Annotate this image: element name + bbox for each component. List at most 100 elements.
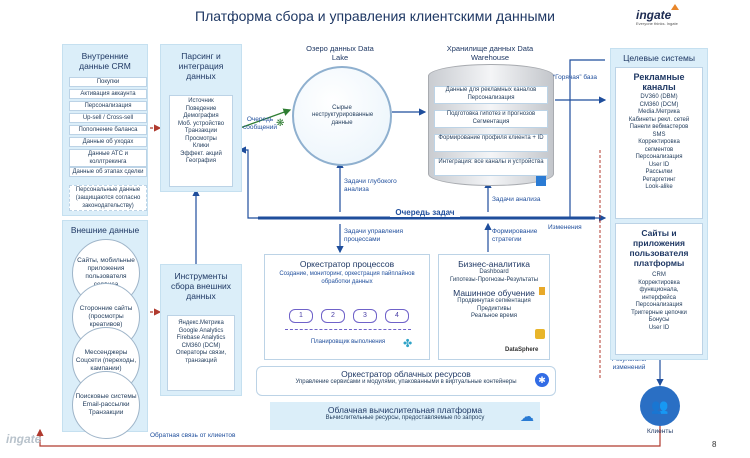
orchestrator-title: Оркестратор процессов (299, 259, 395, 269)
warehouse-layer: Формирование профиля клиента + ID (434, 134, 548, 152)
warehouse-layer: Данные для рекламных каналов Персонализа… (434, 86, 548, 104)
ads-item: Look-alike (645, 184, 673, 190)
pipeline-step: 1 (289, 309, 313, 323)
crm-item: Активация аккаунта (69, 89, 147, 99)
deep-analysis-label: Задачи глубокого анализа (344, 178, 397, 193)
parsing-item: География (186, 158, 216, 164)
parsing-item: Клики (192, 143, 210, 149)
ads-item: User ID (648, 161, 670, 168)
ml-item: Продвинутая сегментация (457, 298, 531, 304)
logo-triangle-icon (671, 4, 679, 10)
bi-title: Бизнес-аналитика (458, 259, 530, 269)
bi-item: Dashboard (479, 269, 509, 275)
tools-item: Firebase Analytics (176, 335, 226, 341)
apps-item: Корректировка функционала, интерфейса (638, 279, 680, 301)
cloud-icon: ☁ (520, 408, 534, 424)
parsing-panel: Парсинг и интеграция данных Источник Пов… (160, 44, 242, 192)
airflow-icon: ✤ (403, 338, 413, 350)
warehouse-layer: Интеграция: все каналы и устройства (434, 158, 548, 176)
pipeline-step: 2 (321, 309, 345, 323)
ads-item: DV360 (DBM) (640, 94, 678, 100)
brand-tagline: Everyone thinks. Ingate (636, 21, 678, 26)
bi-item: Гипотезы-Прогнозы-Результаты (449, 276, 539, 283)
tools-list: Яндекс.Метрика Google Analytics Firebase… (167, 315, 235, 391)
step-number: 3 (363, 312, 367, 319)
crm-item: Данные об уходах (69, 137, 147, 147)
page-number: 8 (712, 440, 717, 449)
warehouse-title: Хранилище данных Data Warehouse (446, 44, 534, 62)
ml-item: Реальное время (471, 313, 517, 319)
crm-title: Внутренние данные CRM (79, 51, 131, 71)
external-title: Внешние данные (70, 225, 140, 235)
ads-item: CM360 (DCM) (639, 101, 679, 108)
message-queue-icon: ❋ (276, 118, 285, 129)
pipeline-step: 4 (385, 309, 409, 323)
apps-item: Бонусы (648, 317, 670, 323)
step-number: 1 (299, 312, 303, 319)
target-systems-panel: Целевые системы Рекламные каналы DV360 (… (610, 48, 708, 360)
crm-item: Пополнение баланса (69, 125, 147, 135)
brand-name: ingate (636, 8, 672, 22)
step-number: 2 (331, 312, 335, 319)
strategy-label: Формирование стратегии (492, 228, 538, 243)
external-source-circle: Поисковые системы Email-рассылки Транзак… (72, 371, 140, 439)
tools-panel: Инструменты сбора внешних данных Яндекс.… (160, 264, 242, 396)
cloud-orch-subtitle: Управление сервисами и модулями, упакова… (295, 379, 517, 385)
lake-title: Озеро данных Data Lake (306, 44, 374, 62)
cloud-platform-panel: Облачная вычислительная платформа Вычисл… (270, 402, 540, 430)
crm-item: Данные об этапах сделки (69, 167, 147, 177)
warehouse-badge-icon (536, 176, 546, 186)
crm-item: Данные АТС и коллтрекинга (69, 149, 147, 167)
task-queue-label: Очередь задач (390, 208, 460, 217)
lake-content: Сырые неструктурированные данные (312, 104, 374, 126)
apps-item: CRM (652, 272, 666, 278)
tools-title: Инструменты сбора внешних данных (170, 271, 232, 301)
crm-item: Покупки (69, 77, 147, 87)
cloud-subtitle: Вычислительные ресурсы, предоставляемые … (325, 415, 485, 421)
orchestrator-subtitle: Создание, мониторинг, оркестрация пайпла… (279, 271, 415, 285)
ml-title: Машинное обучение (453, 288, 535, 298)
apps-title: Сайты и приложения пользователя платформ… (629, 228, 689, 268)
tools-item: CM360 (DCM) (181, 342, 221, 349)
datasphere-icon (535, 329, 545, 339)
crm-item-personal: Персональные данные (защищаются согласно… (69, 185, 147, 211)
apps-item: Триггерные цепочки (631, 309, 687, 316)
parsing-item: Поведение (185, 105, 217, 112)
clients-circle: 👥 (640, 386, 680, 426)
external-data-panel: Внешние данные Сайты, мобильные приложен… (62, 220, 148, 439)
apps-box: Сайты и приложения пользователя платформ… (615, 223, 703, 355)
ads-item: SMS (652, 131, 666, 138)
parsing-item: Источник (188, 98, 214, 104)
apps-item: User ID (648, 324, 670, 331)
step-number: 4 (395, 312, 399, 319)
cloud-orch-title: Оркестратор облачных ресурсов (341, 369, 471, 379)
ml-brand: DataSphere (505, 347, 539, 353)
tools-item: Яндекс.Метрика (178, 320, 224, 326)
parsing-item: Моб. устройство (177, 120, 225, 127)
ads-item: Ретаргетинг (642, 176, 676, 183)
clients-icon: 👥 (651, 397, 669, 414)
cloud-title: Облачная вычислительная платформа (327, 405, 483, 415)
ads-item: Рассылки (645, 169, 673, 175)
ml-item: Предиктивы (477, 305, 511, 312)
bi-panel: Бизнес-аналитика Dashboard Гипотезы-Прог… (438, 254, 550, 360)
pipeline-step: 3 (353, 309, 377, 323)
crm-item: Персонализация (69, 101, 147, 111)
ads-item: Персонализация (635, 154, 683, 160)
message-queue-label: Очередь сообщений (242, 116, 278, 131)
crm-panel: Внутренние данные CRM Покупки Активация … (62, 44, 148, 216)
ads-item: Кабинеты рекл. сетей (628, 116, 690, 123)
parsing-item: Транзакции (184, 128, 218, 134)
changes-label: Изменения (548, 224, 582, 231)
tools-item: Операторы связи, транзакций (175, 350, 227, 364)
hot-base-label: “Горячая” база (552, 74, 598, 81)
parsing-list: Источник Поведение Демография Моб. устро… (169, 95, 233, 187)
ads-item: Корректировка сегментов (638, 139, 680, 153)
ads-item: Панели вебмастеров (629, 124, 689, 130)
footer-logo: ingate (6, 432, 42, 446)
cloud-orchestrator-panel: Оркестратор облачных ресурсов Управление… (256, 366, 556, 396)
ads-title: Рекламные каналы (633, 72, 685, 92)
ads-item: Media.Метрика (638, 109, 680, 115)
brand-logo: ingate Everyone thinks. Ingate (636, 4, 692, 28)
feedback-label: Обратная связь от клиентов (150, 432, 236, 439)
